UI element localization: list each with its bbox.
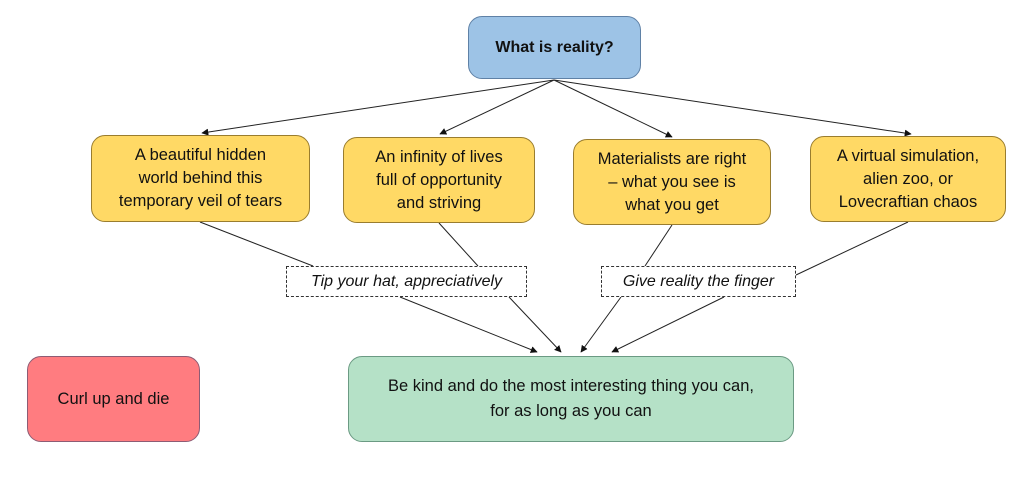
option-node-hidden-world: A beautiful hidden world behind this tem… xyxy=(91,135,310,222)
edge-option-1-to-response-1 xyxy=(199,221,314,267)
alternative-node-curl-up: Curl up and die xyxy=(27,356,200,442)
edge-root-to-option-4 xyxy=(553,79,912,137)
response-label-tip-hat: Tip your hat, appreciatively xyxy=(286,266,527,297)
root-question-node: What is reality? xyxy=(468,16,641,79)
alternative-text: Curl up and die xyxy=(57,389,170,408)
response-label-give-finger: Give reality the finger xyxy=(601,266,796,297)
root-question-text: What is reality? xyxy=(495,38,614,56)
option-text: A beautiful hidden world behind this tem… xyxy=(118,146,283,210)
option-text: An infinity of lives full of opportunity… xyxy=(375,147,503,212)
option-node-virtual-simulation: A virtual simulation, alien zoo, or Love… xyxy=(810,136,1006,222)
edge-root-to-option-3 xyxy=(553,79,673,138)
edge-option-2-to-response-1 xyxy=(438,222,479,267)
edge-response-1-to-outcome-a xyxy=(399,296,538,353)
response-text: Give reality the finger xyxy=(622,272,775,290)
option-text: Materialists are right – what you see is… xyxy=(597,149,747,214)
edge-option-3-to-response-2 xyxy=(644,224,673,267)
edge-root-to-option-1 xyxy=(201,79,555,136)
response-text: Tip your hat, appreciatively xyxy=(310,272,503,290)
edge-response-2-to-outcome-b xyxy=(611,296,725,353)
outcome-text: Be kind and do the most interesting thin… xyxy=(388,377,754,420)
outcome-node-be-kind: Be kind and do the most interesting thin… xyxy=(348,356,794,442)
option-text: A virtual simulation, alien zoo, or Love… xyxy=(836,146,980,211)
edge-response-2-to-outcome-a xyxy=(580,296,622,353)
edge-root-to-option-2 xyxy=(439,79,555,135)
edge-option-4-to-response-2 xyxy=(795,221,909,276)
option-node-infinity-of-lives: An infinity of lives full of opportunity… xyxy=(343,137,535,223)
edge-response-1-to-outcome-b xyxy=(508,296,562,353)
option-node-materialists: Materialists are right – what you see is… xyxy=(573,139,771,225)
